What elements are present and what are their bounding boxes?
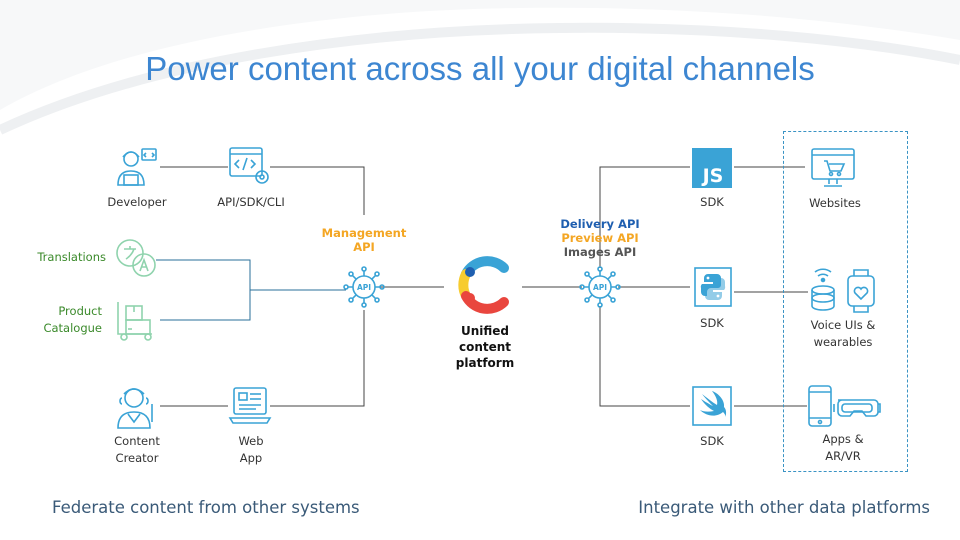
management-api-label: Management API xyxy=(321,226,407,254)
developer-icon xyxy=(117,148,157,186)
content-creator-label: Content Creator xyxy=(114,434,160,465)
apps-arvr-label: Apps & AR/VR xyxy=(822,432,864,463)
product-catalogue-label: Product Catalogue xyxy=(43,304,102,335)
product-catalogue-icon xyxy=(117,302,152,341)
delivery-api-hub-icon: API xyxy=(579,266,621,308)
line-translations-catalogue xyxy=(156,259,251,321)
web-app-icon xyxy=(228,387,272,424)
page-title: Power content across all your digital ch… xyxy=(145,50,815,87)
swift-icon xyxy=(692,386,732,426)
api-sdk-cli-label: API/SDK/CLI xyxy=(217,195,285,209)
translations-label: Translations xyxy=(37,250,106,264)
voice-wearables-icon xyxy=(811,268,875,313)
developer-label: Developer xyxy=(107,195,167,209)
management-api-hub-icon: API xyxy=(343,266,385,308)
code-window-icon xyxy=(229,147,269,184)
line-api-management xyxy=(270,166,365,215)
sdk-js-label: SDK xyxy=(700,195,724,209)
voice-wearables-label: Voice UIs & wearables xyxy=(810,318,876,349)
web-app-label: Web App xyxy=(238,434,264,465)
footer-left-caption: Federate content from other systems xyxy=(52,498,360,517)
apps-arvr-icon xyxy=(808,385,881,427)
svg-text:API: API xyxy=(357,283,371,292)
javascript-icon: JS xyxy=(692,148,732,188)
svg-text:JS: JS xyxy=(701,165,724,187)
sdk-python-label: SDK xyxy=(700,316,724,330)
content-creator-icon xyxy=(117,388,153,429)
line-webapp-management xyxy=(270,310,365,407)
line-delivery-js xyxy=(599,166,690,268)
translations-icon xyxy=(116,239,156,277)
svg-text:API: API xyxy=(593,283,607,292)
delivery-api-labels: Delivery API Preview API Images API xyxy=(560,217,640,259)
websites-icon xyxy=(811,148,855,187)
line-delivery-swift xyxy=(599,306,690,407)
footer-right-caption: Integrate with other data platforms xyxy=(638,498,930,517)
websites-label: Websites xyxy=(809,196,861,210)
destinations-group xyxy=(783,131,908,472)
unified-platform-logo xyxy=(458,256,509,314)
sdk-swift-label: SDK xyxy=(700,434,724,448)
unified-platform-label: Unified content platform xyxy=(455,324,515,370)
python-icon xyxy=(694,267,732,307)
